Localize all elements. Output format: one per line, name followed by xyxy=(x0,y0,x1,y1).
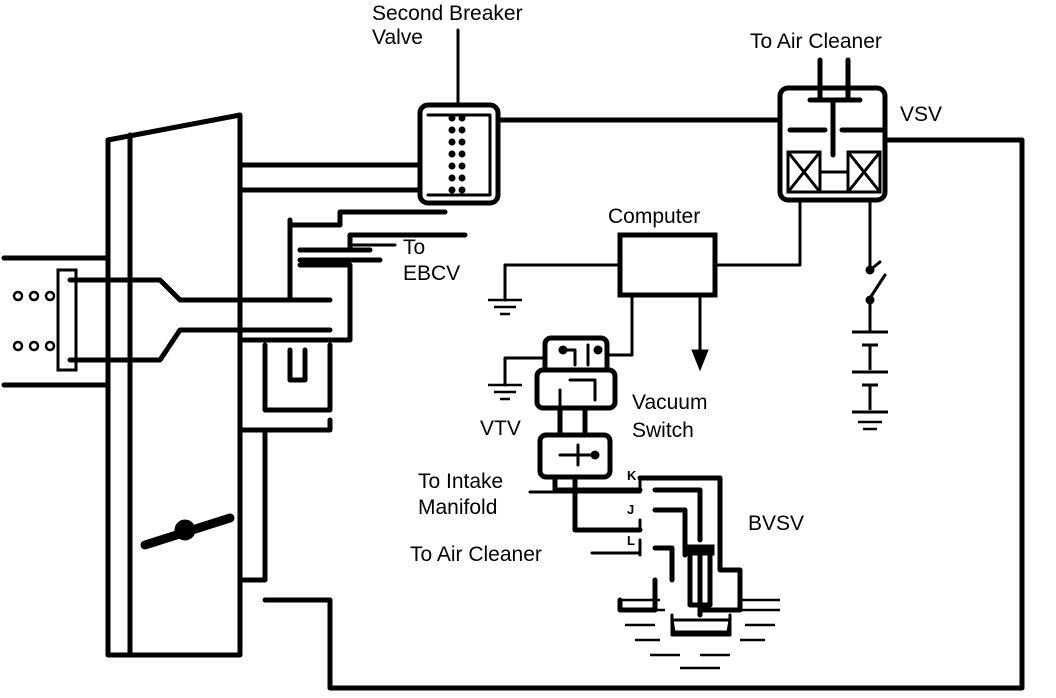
bvsv-label: BVSV xyxy=(748,512,805,535)
second-breaker-valve-label-line2: Valve xyxy=(372,26,423,49)
vacuum-switch-label-line2: Switch xyxy=(632,419,694,442)
to-air-cleaner-top-label: To Air Cleaner xyxy=(750,30,882,53)
choke-housing xyxy=(1,255,333,388)
to-ebcv-label-line1: To xyxy=(403,236,426,259)
vsv-valve xyxy=(777,57,888,203)
port-l-label: L xyxy=(627,533,635,548)
to-air-cleaner-bottom-label: To Air Cleaner xyxy=(410,543,542,566)
leader-lines xyxy=(348,243,642,555)
port-j-label: J xyxy=(627,502,635,517)
second-breaker-valve-label-line1: Second Breaker xyxy=(372,2,523,25)
to-intake-manifold-label-line1: To Intake xyxy=(418,470,504,493)
carburetor-body xyxy=(105,112,243,658)
vtv-valve xyxy=(488,335,643,533)
to-ebcv-label-line2: EBCV xyxy=(403,262,461,285)
bvsv-valve xyxy=(617,475,780,670)
computer-label: Computer xyxy=(608,205,701,228)
second-breaker-valve xyxy=(417,28,501,206)
vsv-return-line xyxy=(262,137,1025,691)
vsv-wiring xyxy=(713,198,888,431)
vacuum-switch-label-line1: Vacuum xyxy=(632,391,708,414)
to-intake-manifold-label-line2: Manifold xyxy=(418,496,498,519)
vsv-label: VSV xyxy=(900,103,943,126)
vtv-label: VTV xyxy=(480,417,521,440)
computer-box xyxy=(488,232,718,372)
port-k-label: K xyxy=(627,468,637,483)
carb-vacuum-passages xyxy=(237,162,468,583)
